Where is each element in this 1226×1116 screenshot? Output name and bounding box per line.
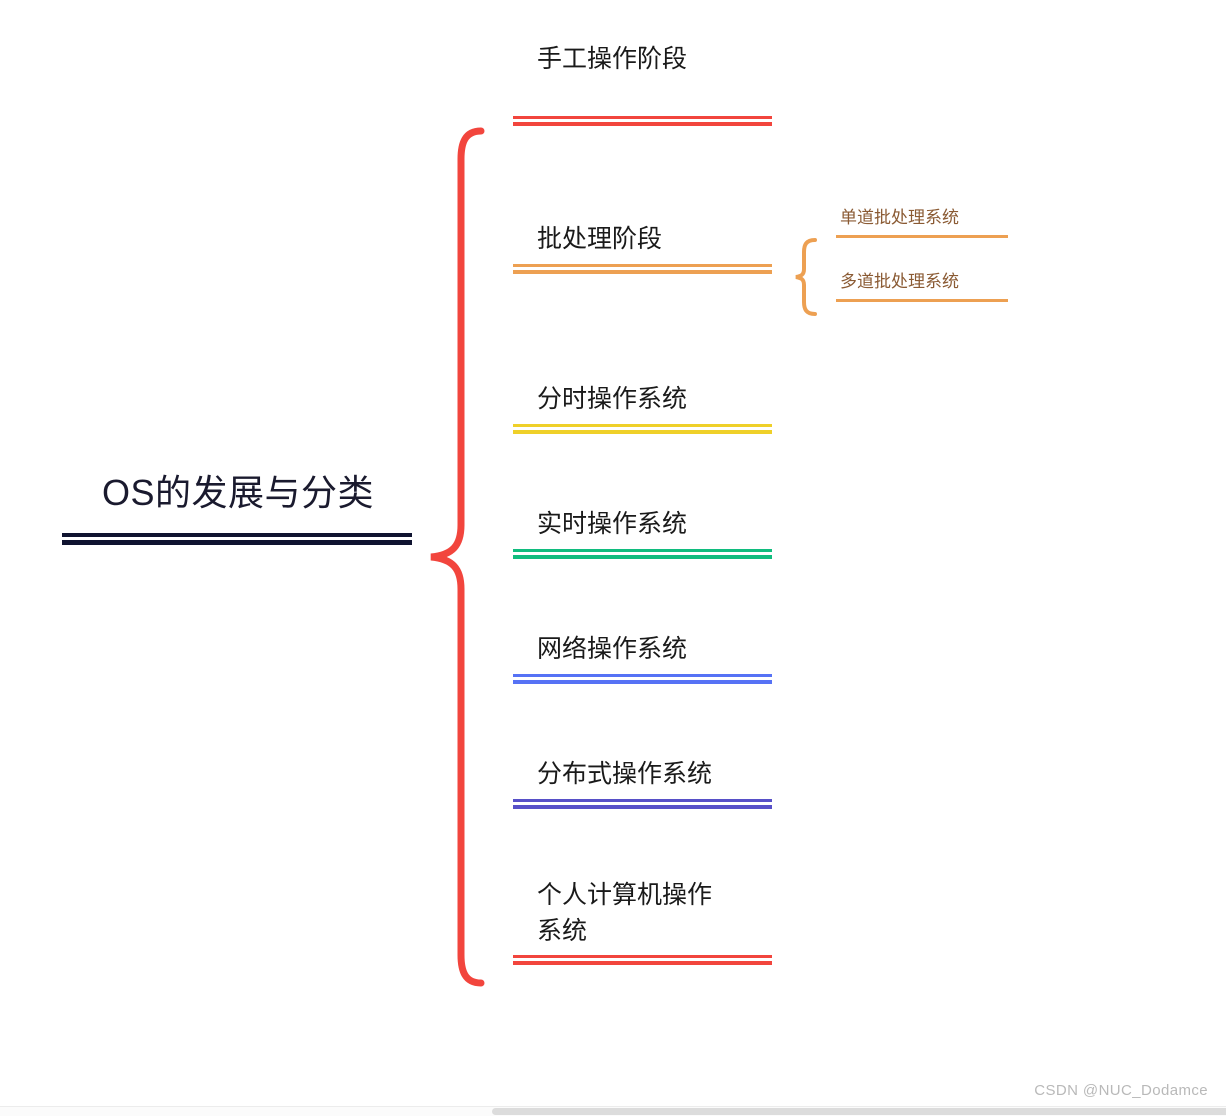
branch-underline: [513, 798, 772, 809]
branch-underline: [513, 955, 772, 965]
branch-node-network-os[interactable]: 网络操作系统: [513, 632, 772, 684]
branch-node-timesharing-os[interactable]: 分时操作系统: [513, 382, 772, 434]
branch-label: 网络操作系统: [537, 635, 688, 663]
sub-node-label: 单道批处理系统: [840, 208, 959, 227]
root-node-label: OS的发展与分类: [101, 472, 374, 513]
watermark-text: CSDN @NUC_Dodamce: [1034, 1082, 1208, 1099]
branch-underline: [513, 423, 772, 434]
branch-label: 分布式操作系统: [537, 760, 713, 788]
sub-node-label: 多道批处理系统: [840, 272, 959, 291]
sub-node-single-batch[interactable]: 单道批处理系统: [836, 206, 1008, 238]
branch-node-personal-computer-os[interactable]: 个人计算机操作 系统: [513, 878, 772, 965]
branch-label: 手工操作阶段: [537, 45, 688, 73]
branch-label: 批处理阶段: [537, 225, 663, 253]
branch-node-manual-stage[interactable]: 手工操作阶段: [513, 42, 772, 126]
sub-node-underline: [836, 298, 1008, 302]
root-node-underline: [62, 533, 412, 545]
branch-node-realtime-os[interactable]: 实时操作系统: [513, 507, 772, 559]
sub-node-multi-batch[interactable]: 多道批处理系统: [836, 270, 1008, 302]
branch-underline: [513, 115, 772, 126]
sub-brace-connector-batch: [795, 238, 817, 316]
branch-underline: [513, 673, 772, 684]
branch-label: 分时操作系统: [537, 385, 688, 413]
root-node[interactable]: OS的发展与分类: [62, 470, 414, 545]
horizontal-scrollbar-thumb[interactable]: [492, 1108, 1226, 1115]
sub-node-underline: [836, 234, 1008, 238]
branch-node-batch-stage[interactable]: 批处理阶段: [513, 222, 772, 274]
branch-underline: [513, 548, 772, 559]
branch-label: 实时操作系统: [537, 510, 688, 538]
branch-node-distributed-os[interactable]: 分布式操作系统: [513, 757, 772, 809]
branch-label: 个人计算机操作 系统: [537, 881, 713, 945]
branch-underline: [513, 263, 772, 274]
main-brace-connector: [430, 127, 485, 987]
